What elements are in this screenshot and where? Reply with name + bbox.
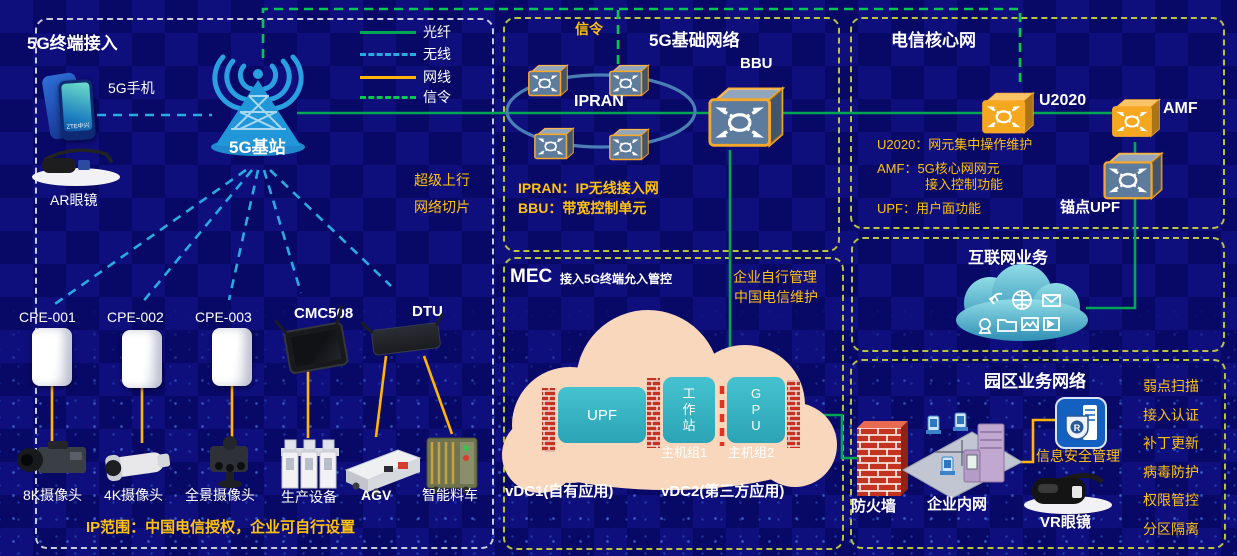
zte-logo: ZTE中兴 (66, 123, 91, 131)
mec-gpu-box: GPU (727, 377, 785, 443)
mec-workstation-box: 工作站 (663, 377, 715, 443)
mec-upf-label: UPF (587, 406, 617, 424)
cpe3-label: CPE-003 (195, 309, 252, 325)
feature-item: 补丁更新 (1143, 435, 1199, 452)
legend-line-cable (360, 76, 416, 79)
security-label: 信息安全管理 (1036, 448, 1120, 464)
amf-note-line1: AMF：5G核心网网元 (877, 161, 1000, 176)
cpe1-label: CPE-001 (19, 309, 76, 325)
mec-subtitle: 接入5G终端允入管控 (560, 272, 673, 286)
feature-item: 弱点扫描 (1143, 378, 1199, 394)
host-group2-label: 主机组2 (728, 445, 775, 460)
cpe3-icon (212, 328, 252, 386)
legend-label-fiber: 光纤 (423, 24, 451, 40)
phone-label: 5G手机 (108, 80, 155, 96)
legend-line-fiber (360, 31, 416, 34)
internet-panel-title: 互联网业务 (968, 250, 1049, 267)
mec-title: MEC (510, 266, 553, 287)
core-panel-title: 电信核心网 (891, 31, 976, 50)
feature-item: 接入认证 (1143, 406, 1199, 423)
mec-gpu-label: GPU (750, 385, 762, 434)
panel-mec (503, 257, 844, 550)
vr-glasses-label: VR眼镜 (1040, 514, 1091, 531)
note-network-slicing: 网络切片 (414, 199, 470, 215)
upf-note: UPF：用户面功能 (877, 201, 982, 216)
campus-panel-title: 园区业务网络 (984, 372, 1086, 391)
ipran-label: IPRAN (574, 93, 624, 110)
cpe2-icon (122, 330, 162, 388)
firewall-label: 防火墙 (851, 498, 897, 515)
terminal-panel-title: 5G终端接入 (27, 34, 118, 53)
base-station-label: 5G基站 (229, 138, 286, 157)
panel-telecom-core (850, 17, 1225, 229)
device-label-4k-camera: 4K摄像头 (104, 487, 164, 503)
vdc2-label: vDC2(第三方应用) (661, 483, 785, 500)
u2020-label: U2020 (1039, 92, 1087, 109)
device-label-smart-cart: 智能料车 (422, 487, 478, 503)
amf-note-line2: 接入控制功能 (925, 177, 1004, 192)
ip-range-note: IP范围：中国电信授权，企业可自行设置 (86, 519, 356, 536)
vdc1-label: vDC1(自有应用) (505, 483, 614, 500)
legend-line-wireless (360, 53, 416, 56)
cpe1-icon (32, 328, 72, 386)
ar-glasses-label: AR眼镜 (50, 192, 98, 208)
legend-label-cable: 网线 (423, 69, 451, 85)
5g-phone-screen: ZTE中兴 (57, 78, 97, 142)
legend-label-wireless: 无线 (423, 46, 451, 62)
amf-label: AMF (1163, 100, 1198, 117)
note-super-uplink: 超级上行 (414, 172, 470, 188)
bbu-note: BBU：带宽控制单元 (518, 200, 647, 216)
device-label-agv: AGV (361, 487, 392, 503)
mec-manage-note2: 中国电信维护 (734, 289, 818, 305)
device-label-production: 生产设备 (281, 489, 337, 505)
mec-manage-note1: 企业自行管理 (733, 269, 817, 285)
signal-label: 信令 (575, 21, 603, 37)
panel-internet-services (851, 237, 1225, 352)
feature-item: 权限管控 (1143, 492, 1199, 509)
legend-label-signal: 信令 (423, 89, 451, 105)
feature-item: 分区隔离 (1143, 520, 1199, 537)
device-label-panoramic-camera: 全景摄像头 (185, 487, 255, 503)
anchor-upf-label: 锚点UPF (1060, 199, 1121, 216)
u2020-note: U2020：网元集中操作维护 (877, 137, 1033, 152)
panel-5g-basic-network (503, 17, 840, 252)
device-label-8k-camera: 8K摄像头 (23, 487, 83, 503)
dtu-label: DTU (412, 303, 443, 320)
bbu-label: BBU (740, 55, 773, 72)
ipran-note: IPRAN：IP无线接入网 (518, 180, 659, 196)
mec-workstation-label: 工作站 (682, 385, 696, 434)
legend-line-signal (360, 96, 416, 99)
cmc508-label: CMC508 (294, 305, 354, 322)
campus-feature-list: 弱点扫描 接入认证 补丁更新 病毒防护 权限管控 分区隔离 (1143, 372, 1199, 544)
intranet-label: 企业内网 (927, 496, 988, 513)
mec-upf-box: UPF (558, 387, 646, 443)
cpe2-label: CPE-002 (107, 309, 164, 325)
basic-panel-title: 5G基础网络 (649, 31, 740, 50)
host-group1-label: 主机组1 (661, 445, 708, 460)
feature-item: 病毒防护 (1143, 463, 1199, 480)
